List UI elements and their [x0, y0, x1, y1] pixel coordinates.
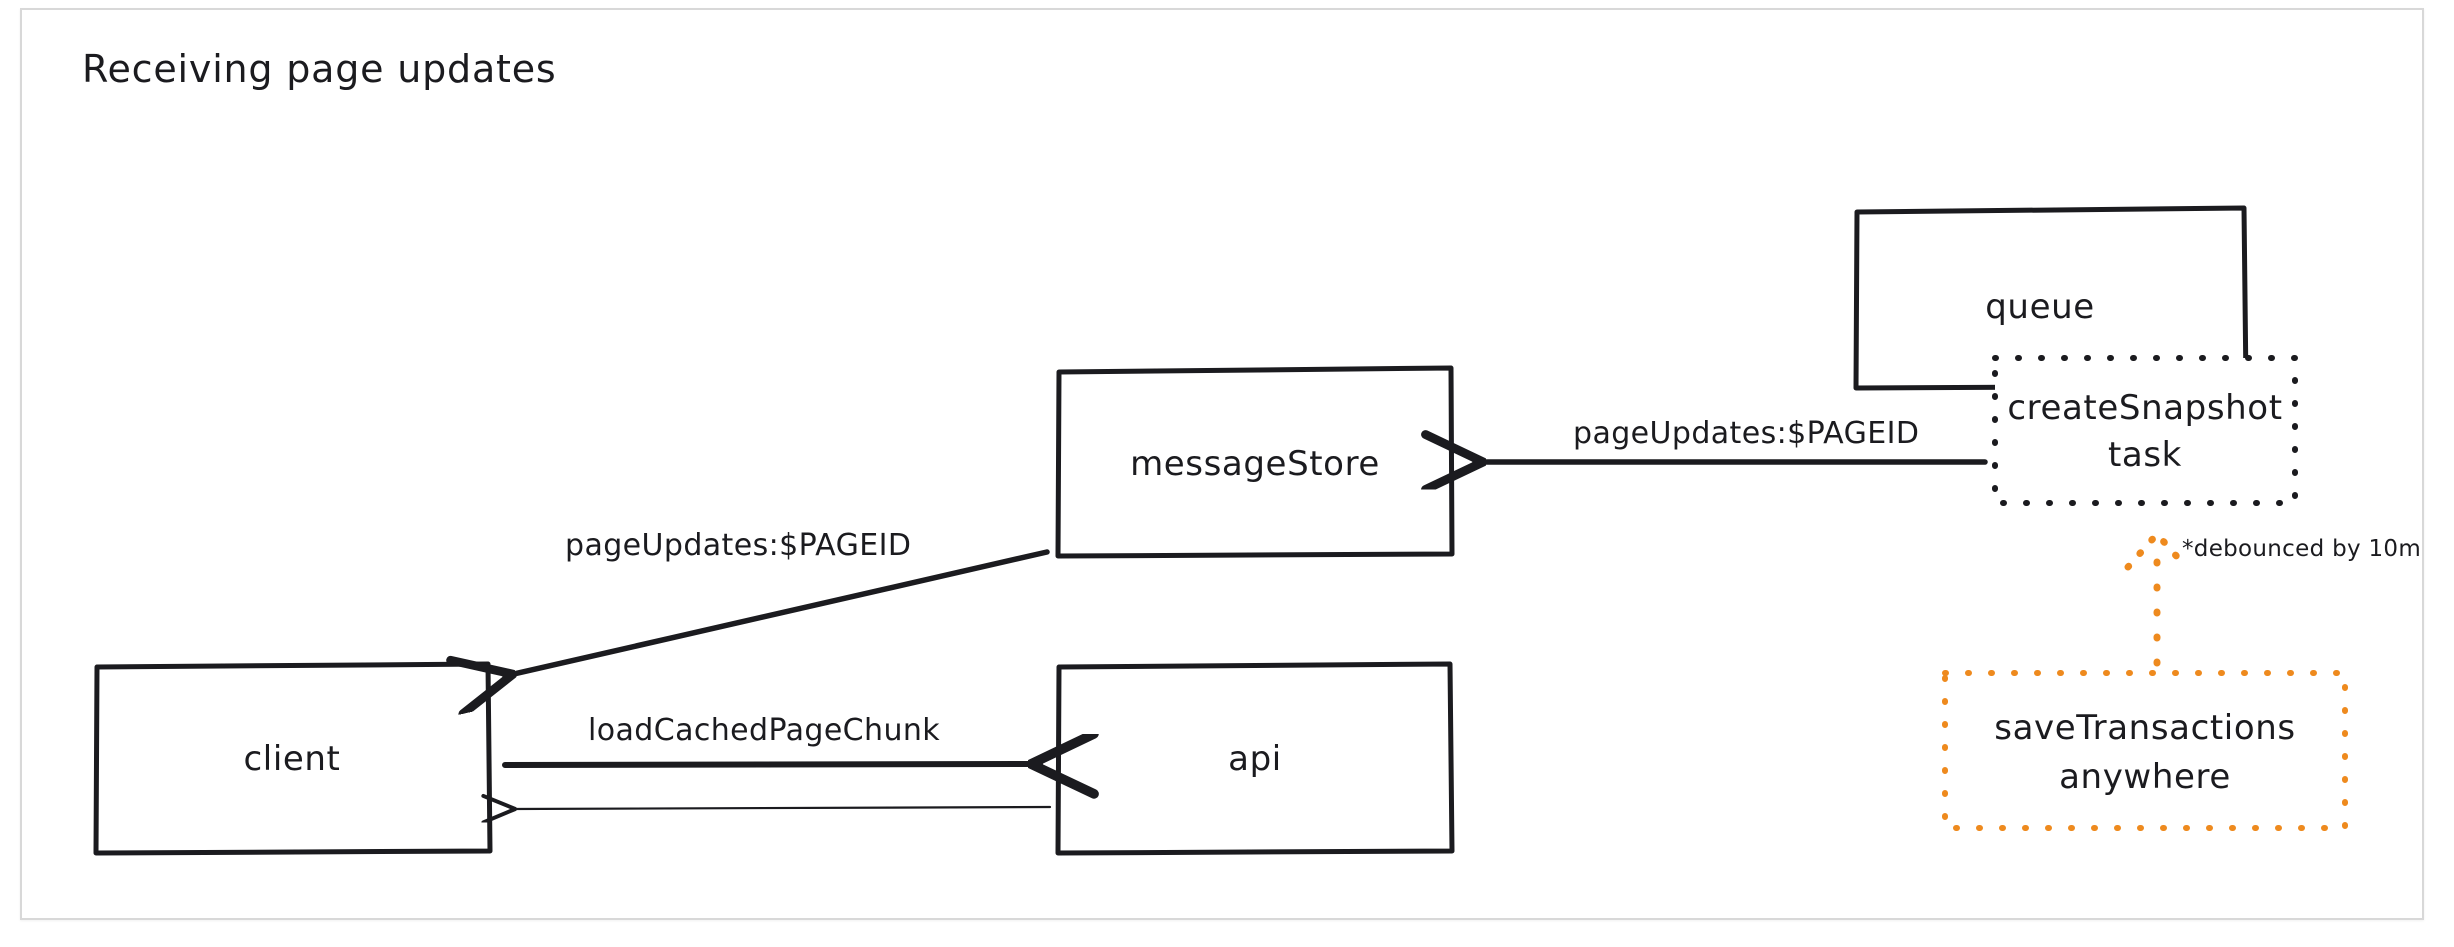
edge-client-to-api-line: [502, 764, 1040, 765]
edge-save-transactions-to-create-snapshot-task-label: *debounced by 10m: [2182, 536, 2421, 562]
page-title: Receiving page updates: [82, 47, 557, 91]
edge-message-store-to-client[interactable]: pageUpdates:$PAGEID: [505, 528, 1050, 676]
edge-create-snapshot-task-to-message-store[interactable]: pageUpdates:$PAGEID: [1475, 416, 1988, 462]
edge-client-to-api[interactable]: loadCachedPageChunk: [502, 713, 1040, 765]
node-create-snapshot-task[interactable]: createSnapshot task: [1992, 355, 2298, 506]
node-message-store-label: messageStore: [1130, 444, 1380, 484]
node-save-transactions-anywhere-outline: [1942, 670, 2348, 831]
node-save-transactions-anywhere[interactable]: saveTransactions anywhere: [1942, 670, 2348, 831]
node-save-transactions-anywhere-label-line-1: saveTransactions: [1994, 708, 2295, 748]
edge-create-snapshot-task-to-message-store-label: pageUpdates:$PAGEID: [1573, 416, 1919, 451]
node-client-label: client: [244, 739, 341, 779]
node-api-label: api: [1228, 739, 1282, 779]
node-save-transactions-anywhere-label-line-2: anywhere: [2059, 757, 2231, 797]
edge-save-transactions-to-create-snapshot-task-arrowhead: [2124, 530, 2190, 571]
edge-save-transactions-to-create-snapshot-task[interactable]: *debounced by 10m: [2124, 530, 2421, 667]
node-message-store-outline: [1055, 365, 1455, 559]
node-client[interactable]: client: [93, 661, 493, 856]
edge-client-to-api-label: loadCachedPageChunk: [588, 713, 940, 748]
node-client-outline: [93, 661, 493, 856]
edge-message-store-to-client-line: [505, 549, 1050, 676]
node-api[interactable]: api: [1055, 661, 1455, 856]
edge-message-store-to-client-label: pageUpdates:$PAGEID: [565, 528, 911, 563]
node-queue-label: queue: [1985, 287, 2095, 327]
node-create-snapshot-task-outline: [1992, 355, 2298, 506]
node-create-snapshot-task-label-line-2: task: [2108, 435, 2182, 475]
node-create-snapshot-task-label-line-1: createSnapshot: [2007, 388, 2282, 428]
edge-api-to-client-line: [512, 807, 1052, 809]
node-create-snapshot-task-fill: [1995, 358, 2295, 503]
node-message-store[interactable]: messageStore: [1055, 365, 1455, 559]
edge-api-to-client[interactable]: [512, 807, 1052, 809]
